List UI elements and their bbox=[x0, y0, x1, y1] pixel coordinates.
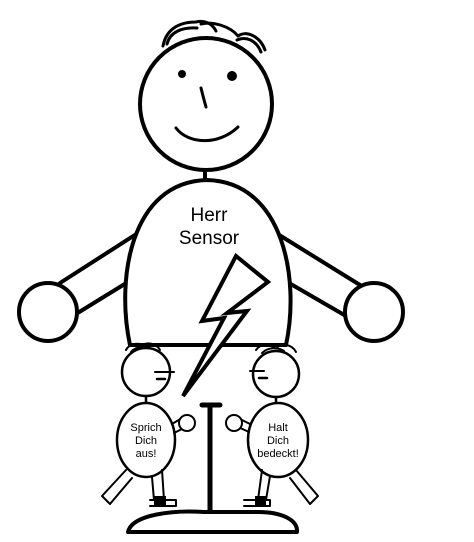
left-label-line2: Dich bbox=[135, 435, 157, 447]
main-body bbox=[123, 178, 293, 347]
right-figure bbox=[225, 343, 319, 507]
right-label: Halt Dich bedeckt! bbox=[257, 422, 299, 460]
right-leg-back bbox=[289, 469, 319, 505]
main-eye-right bbox=[227, 71, 237, 81]
lightning-bolt-icon bbox=[181, 252, 272, 398]
main-mouth bbox=[174, 125, 240, 143]
main-label: Herr Sensor bbox=[179, 205, 240, 249]
left-label: Sprich Dich aus! bbox=[130, 422, 161, 460]
left-body bbox=[115, 401, 177, 479]
main-nose bbox=[199, 86, 208, 109]
left-label-line1: Sprich bbox=[130, 422, 161, 434]
right-body bbox=[246, 401, 310, 479]
main-label-line2: Sensor bbox=[179, 228, 240, 249]
main-feet bbox=[126, 509, 299, 534]
left-foot-shade bbox=[154, 496, 166, 506]
right-head bbox=[251, 349, 301, 399]
right-foot-shade bbox=[255, 496, 266, 506]
right-hand bbox=[225, 414, 243, 432]
main-hand-right bbox=[343, 281, 405, 343]
left-hand bbox=[178, 414, 196, 432]
right-leg-front bbox=[257, 469, 271, 501]
main-arm-right bbox=[274, 231, 362, 318]
left-label-line3: aus! bbox=[136, 448, 157, 460]
right-hair bbox=[255, 343, 297, 354]
left-figure bbox=[101, 342, 196, 507]
main-figure bbox=[17, 19, 405, 534]
left-leg-front bbox=[151, 469, 165, 501]
main-hair bbox=[161, 19, 267, 54]
main-hand-left bbox=[17, 281, 79, 343]
main-eye-left bbox=[178, 70, 186, 78]
main-legs bbox=[199, 402, 223, 523]
right-label-line1: Halt bbox=[268, 422, 288, 434]
right-label-line3: bedeckt! bbox=[257, 448, 299, 460]
main-arm-left bbox=[58, 231, 140, 316]
main-label-line1: Herr bbox=[191, 205, 229, 226]
left-leg-back bbox=[101, 469, 133, 505]
right-label-line2: Dich bbox=[267, 435, 289, 447]
